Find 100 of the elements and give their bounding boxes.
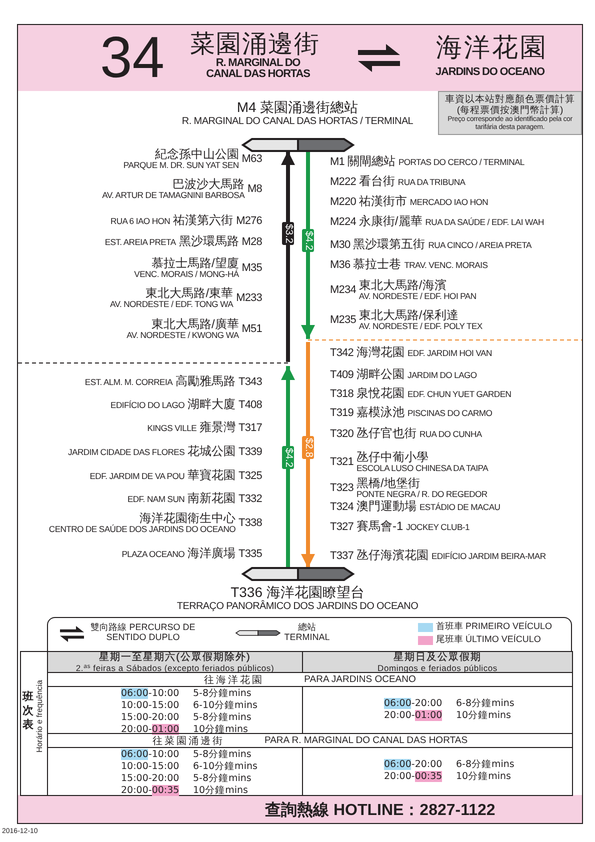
terminus-name: 菜園涌邊街: [190, 30, 320, 58]
stop-code: M1: [330, 156, 344, 168]
stop-name-pt: JARDIM DO LAGO: [407, 371, 477, 380]
stop-name-pt: ESTÁDIO DE MACAU: [419, 503, 500, 512]
time-range: -10:00: [148, 688, 180, 699]
stop-name: 南新花園: [188, 492, 236, 505]
stop-code: T318: [330, 388, 354, 400]
fare-label: $4.2: [302, 229, 314, 252]
stop-code: T324: [330, 501, 354, 513]
hotline-text: 查詢熱線 HOTLINE：2827-1122: [265, 800, 496, 821]
stop-code: M276: [236, 215, 262, 227]
stop-code: T317: [238, 422, 262, 434]
time-range: 20:00-: [384, 710, 415, 721]
stop-name: 海洋花園衛生中心: [138, 512, 236, 525]
stop-code: T327: [330, 521, 354, 533]
stop-name: 氹仔海濱花園: [356, 549, 428, 562]
stop-code: M233: [236, 292, 262, 304]
stop-name: 黑沙環第五街: [353, 238, 426, 251]
stop-name-pt: VENC. MORAIS / MONG-HÁ: [134, 270, 239, 280]
route-arrow: [281, 366, 295, 568]
stop-name-pt: PORTAS DO CERCO / TERMINAL: [398, 158, 524, 168]
frequency: 5-8分鐘mins: [193, 749, 252, 760]
stop-code: T323: [330, 482, 354, 494]
stop-name-pt: PONTE NEGRA / R. DO REGEDOR: [356, 490, 488, 500]
stop-name: 氹仔中葡小學: [356, 451, 430, 464]
legend-text: 總站 TERMINAL: [283, 622, 331, 642]
stop-name: 雍景灣: [200, 421, 236, 434]
stop-name-pt: EST. ALM. M. CORREIA: [84, 378, 173, 388]
stop-name: T336 海洋花園瞭望台: [230, 584, 366, 600]
stop-code: T408: [238, 399, 262, 411]
stop-code: M8: [248, 183, 262, 196]
frequency: 6-10分鐘mins: [193, 761, 258, 772]
frequency: 5-8分鐘mins: [193, 773, 252, 784]
stop-name: 祐漢第六街: [173, 214, 234, 227]
stop-name-pt: JOCKEY CLUB-1: [406, 523, 470, 532]
stop-name: 慕拉士馬路/望廈: [150, 257, 239, 270]
stop-name-pt: AV. NORDESTE / EDF. TONG WA: [110, 300, 234, 310]
column-heading: 星期日及公眾假期: [392, 652, 482, 663]
stop-name: 祐漢街市: [358, 195, 407, 208]
direction-heading-pt: PARA JARDINS OCEANO: [304, 674, 416, 685]
first-departure-time: 06:00: [384, 759, 412, 770]
fare-note: (每程票價按澳門幣計算): [456, 105, 564, 116]
stop-code: T342: [330, 347, 354, 359]
frequency: 10分鐘mins: [193, 785, 248, 796]
stop-code: T325: [238, 470, 262, 482]
frequency: 10分鐘mins: [456, 710, 511, 721]
stop-name-pt: RUA DO CUNHA: [419, 430, 482, 440]
stop-name-pt: MERCADO IAO HON: [410, 198, 488, 208]
last-departure-time: 01:00: [414, 710, 442, 721]
frequency: 10分鐘mins: [456, 771, 511, 782]
stop-name: 黑橋/地堡街: [356, 477, 421, 490]
stop-code: M28: [242, 236, 262, 248]
stop-name-pt: KINGS VILLE: [147, 424, 197, 434]
stop-name: 看台街: [358, 175, 395, 188]
terminus-name: 海洋花園: [436, 32, 548, 62]
stop-name-pt: RUA CINCO / AREIA PRETA: [428, 241, 532, 250]
stop-code: M220: [330, 196, 356, 208]
stop-code: T321: [330, 456, 354, 468]
stop-name-pt: CENTRO DE SAÚDE DOS JARDINS DO OCEANO: [48, 525, 236, 534]
stop-name-pt: EDF. JARDIM DE VA POU: [90, 472, 185, 482]
stop-name-pt: EDIFÍCIO DO LAGO: [110, 401, 185, 410]
stop-code: M235: [330, 314, 356, 326]
stop-name-pt: AV. NORDESTE / EDF. POLY TEX: [358, 322, 482, 332]
route-number: 34: [100, 28, 165, 88]
frequency: 10分鐘mins: [193, 724, 248, 735]
stop-name: 東北大馬路/廣華: [150, 318, 239, 331]
stop-name-pt: RUA 6 IAO HON: [110, 217, 170, 226]
time-range: 20:00-: [121, 724, 152, 735]
stop-name: 紀念孫中山公園: [154, 148, 239, 161]
frequency: 6-10分鐘mins: [193, 700, 258, 711]
stop-code: T339: [238, 446, 262, 458]
stop-name: 東北大馬路/保利達: [358, 309, 460, 322]
stop-code: T343: [238, 376, 262, 388]
stop-name-pt: EDF. NAM SUN: [127, 495, 185, 504]
frequency: 6-8分鐘mins: [456, 759, 514, 770]
time-range: 20:00-: [384, 771, 415, 782]
stop-code: T320: [330, 428, 354, 440]
first-departure-time: 06:00: [384, 698, 412, 709]
time-range: -20:00: [411, 698, 442, 709]
first-departure-time: 06:00: [121, 688, 148, 699]
stop-code: M234: [330, 284, 356, 296]
stop-name-pt: PISCINAS DO CARMO: [407, 409, 492, 418]
stop-name-pt: EDF. JARDIM HOI VAN: [407, 349, 492, 358]
stop-name: 賽馬會-1: [356, 520, 404, 533]
stop-name-pt: EST. AREIA PRETA: [104, 238, 176, 248]
stop-code: T337: [330, 550, 354, 562]
stop-name-pt: PLAZA OCEANO: [122, 550, 185, 560]
stop-name-pt: AV. ARTUR DE TAMAGNINI BARBOSA: [102, 191, 245, 200]
stop-name: 慕拉士巷: [353, 258, 402, 271]
stop-name: 泉悅花園: [356, 387, 404, 400]
table-title: 班次表: [22, 690, 34, 732]
last-departure-time: 00:35: [152, 785, 180, 796]
stop-name-pt: EDF. CHUN YUET GARDEN: [407, 390, 512, 400]
stop-name-pt: TRAV. VENC. MORAIS: [404, 261, 488, 270]
stop-code: M224: [330, 216, 356, 228]
time-range: 10:00-15:00: [121, 700, 180, 711]
frequency: 5-8分鐘mins: [193, 688, 252, 699]
stop-name: 湖畔公園: [356, 368, 404, 381]
route-arrow: [301, 151, 315, 339]
stop-name: 海灣花園: [356, 346, 404, 359]
